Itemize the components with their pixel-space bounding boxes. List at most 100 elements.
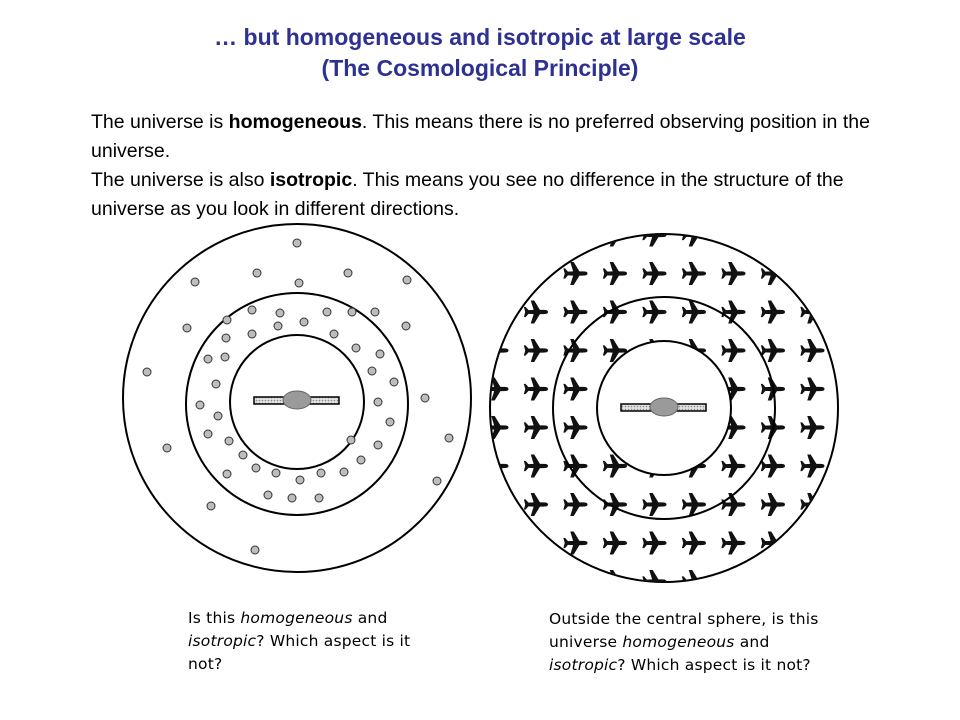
right-caption-text-1: Outside the central sphere, is this univ… — [549, 610, 819, 651]
galaxy-dot — [444, 433, 454, 443]
galaxy-dot — [273, 321, 283, 331]
galaxy-dot — [356, 455, 366, 465]
title-line-2: (The Cosmological Principle) — [321, 55, 639, 81]
airplane-icon — [490, 493, 509, 516]
airplane-icon — [490, 531, 509, 555]
homogeneous-paragraph: The universe is homogeneous. This means … — [91, 108, 911, 166]
galaxy-dot — [221, 333, 231, 343]
galaxy-dot — [203, 429, 213, 439]
left-caption-text-3: ? Which aspect is it not? — [188, 632, 411, 673]
galaxy-dot — [195, 400, 205, 410]
galaxy-dot — [370, 307, 380, 317]
airplane-icon — [523, 234, 548, 247]
galaxy-dot — [220, 352, 230, 362]
galaxy-dot — [224, 436, 234, 446]
airplane-icon — [800, 570, 825, 582]
airplane-icon — [721, 234, 746, 247]
galaxy-dot — [373, 440, 383, 450]
left-caption-isotropic: isotropic — [188, 632, 257, 650]
left-caption-text-1: Is this — [188, 609, 241, 627]
galaxy-dot — [295, 475, 305, 485]
para1-post: . This means there is no preferred obser… — [91, 111, 870, 162]
galaxy-dot — [292, 238, 302, 248]
galaxy-dot — [238, 450, 248, 460]
airplane-icon — [760, 234, 785, 247]
slide-title: … but homogeneous and isotropic at large… — [0, 22, 960, 84]
galaxy-dot — [294, 278, 304, 288]
right-caption-homogeneous: homogeneous — [622, 633, 735, 651]
term-homogeneous: homogeneous — [228, 111, 362, 133]
airplane-icon — [523, 570, 548, 582]
galaxy-dot — [432, 476, 442, 486]
galaxy-dot — [213, 411, 223, 421]
galaxy-dot — [385, 417, 395, 427]
galaxy-dot — [287, 493, 297, 503]
airplane-icon — [490, 262, 509, 285]
left-galaxy-dots — [142, 238, 454, 555]
airplane-icon — [800, 531, 825, 555]
airplane-icon — [490, 570, 509, 582]
right-caption-text-3: ? Which aspect is it not? — [617, 656, 811, 674]
airplane-icon — [800, 262, 825, 285]
galaxy-dot — [142, 367, 152, 377]
galaxy-dot — [347, 307, 357, 317]
galaxy-dot — [375, 349, 385, 359]
galaxy-dot — [389, 377, 399, 387]
airplane-icon — [760, 570, 785, 582]
galaxy-dot — [329, 329, 339, 339]
galaxy-dot — [222, 469, 232, 479]
galaxy-dot — [351, 343, 361, 353]
right-caption: Outside the central sphere, is this univ… — [549, 608, 839, 677]
galaxy-dot — [373, 397, 383, 407]
galaxy-dot — [420, 393, 430, 403]
left-middle-sphere — [185, 292, 409, 516]
airplane-icon — [490, 234, 509, 247]
airplane-icon — [490, 300, 509, 324]
galaxy-dot — [402, 275, 412, 285]
galaxy-dot — [275, 308, 285, 318]
galaxy-dot — [314, 493, 324, 503]
para2-pre: The universe is also — [91, 169, 270, 191]
galaxy-dot — [263, 490, 273, 500]
galaxy-dot — [367, 366, 377, 376]
right-caption-isotropic: isotropic — [549, 656, 618, 674]
left-caption: Is this homogeneous and isotropic? Which… — [188, 607, 448, 676]
right-milky-way — [620, 397, 707, 417]
galaxy-dot — [271, 468, 281, 478]
right-middle-sphere — [552, 296, 776, 520]
airplane-icon — [563, 570, 588, 582]
galaxy-dot — [162, 443, 172, 453]
galaxy-dot — [322, 307, 332, 317]
galaxy-dot — [182, 323, 192, 333]
galaxy-dot — [251, 463, 261, 473]
explanation-text: The universe is homogeneous. This means … — [91, 108, 911, 224]
galaxy-dot — [206, 501, 216, 511]
left-central-sphere — [229, 334, 365, 470]
galaxy-dot — [203, 354, 213, 364]
left-caption-text-2: and — [352, 609, 388, 627]
galaxy-dot — [222, 315, 232, 325]
galaxy-dot — [211, 379, 221, 389]
isotropic-paragraph: The universe is also isotropic. This mea… — [91, 166, 911, 224]
galaxy-dot — [250, 545, 260, 555]
right-caption-text-2: and — [734, 633, 770, 651]
galaxy-dot — [247, 329, 257, 339]
term-isotropic: isotropic — [269, 169, 353, 191]
left-caption-homogeneous: homogeneous — [240, 609, 353, 627]
galaxy-dot — [190, 277, 200, 287]
diagram-left — [122, 223, 472, 573]
galaxy-dot — [401, 321, 411, 331]
galaxy-dot — [316, 468, 326, 478]
galaxy-dot — [247, 305, 257, 315]
para2-post: . This means you see no difference in th… — [91, 169, 844, 220]
airplane-icon — [721, 570, 746, 582]
galaxy-dot — [252, 268, 262, 278]
para1-pre: The universe is — [91, 111, 229, 133]
airplane-icon — [563, 234, 588, 247]
title-line-1: … but homogeneous and isotropic at large… — [214, 24, 746, 50]
airplane-icon — [800, 234, 825, 247]
galaxy-dot — [299, 317, 309, 327]
left-milky-way — [253, 390, 340, 410]
galaxy-dot — [343, 268, 353, 278]
